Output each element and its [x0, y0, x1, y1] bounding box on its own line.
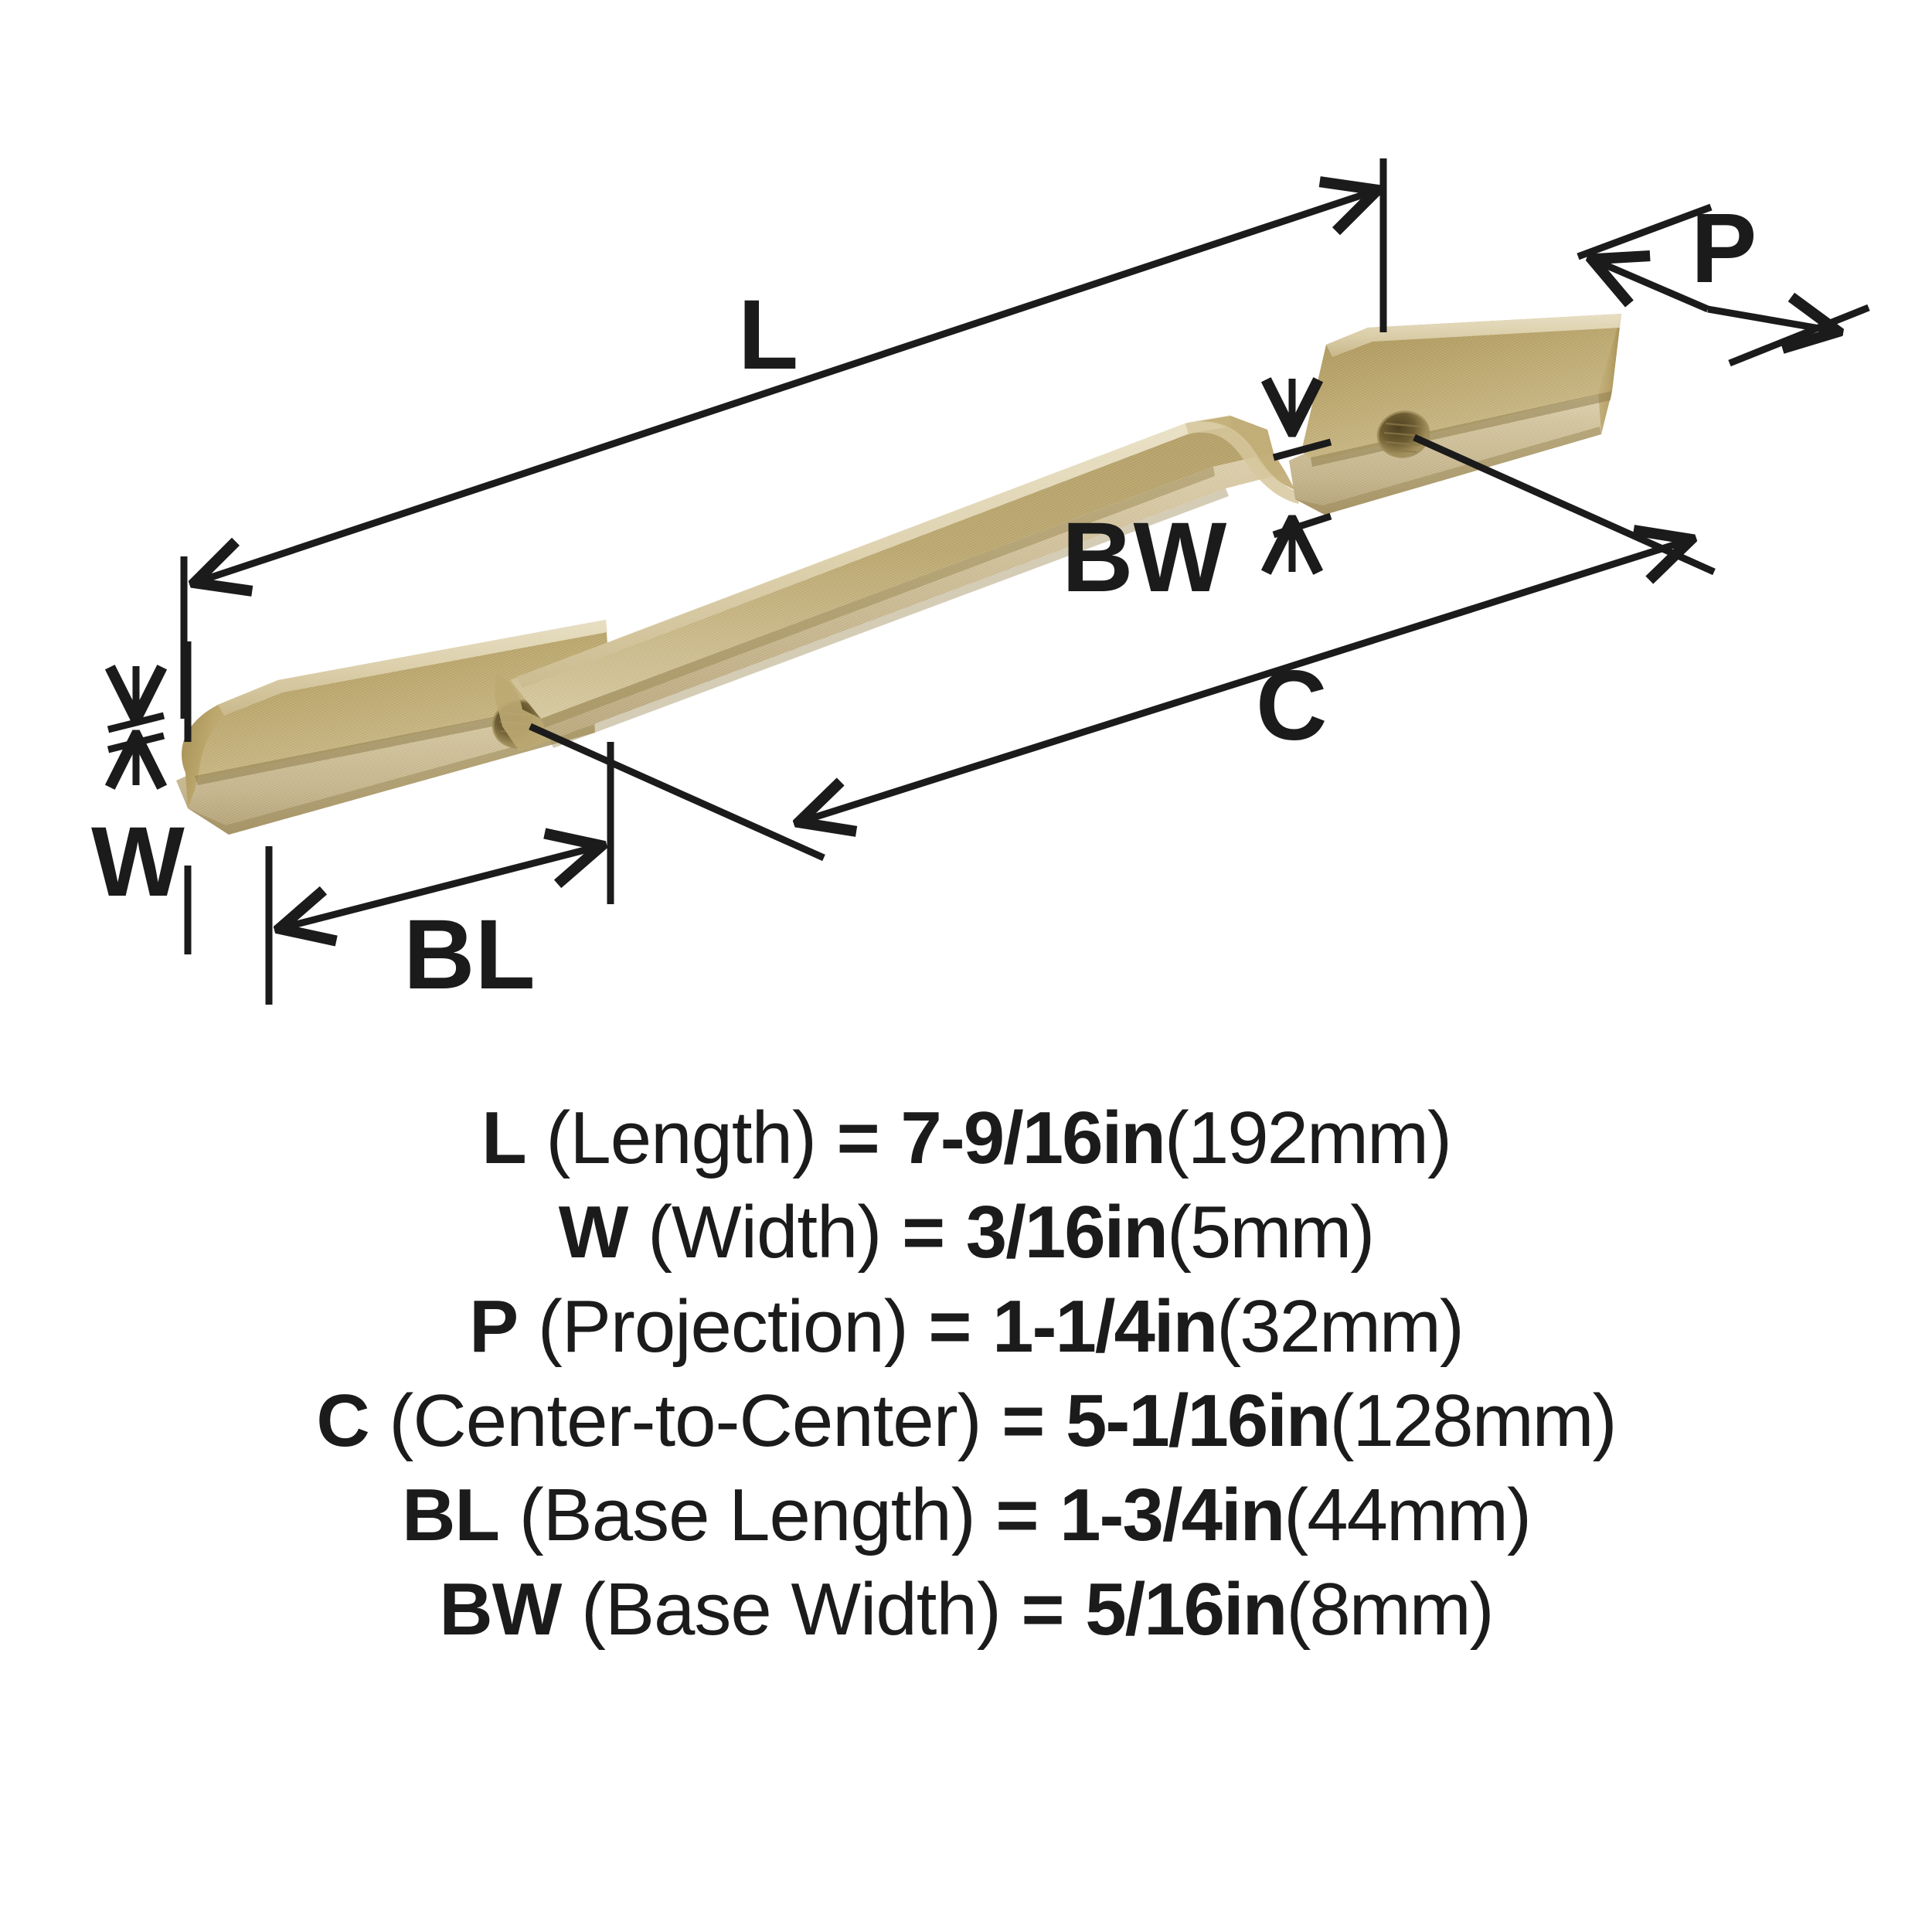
p-arrow-left [1597, 261, 1709, 313]
legend-row-projection: P (Projection) = 1-1/4in(32mm) [0, 1290, 1932, 1384]
p-arrow-right [1707, 309, 1833, 331]
legend-name: (Center-to-Center) [369, 1379, 981, 1462]
legend-value-mm: (128mm) [1329, 1379, 1617, 1462]
legend-equals: = [975, 1474, 1060, 1556]
dimension-label-base-width: BW [1062, 502, 1227, 613]
diagram-area: L P W BW C BL [0, 158, 1870, 1010]
dimension-label-length: L [738, 280, 799, 390]
legend-value-in: 7-9/16in [900, 1097, 1166, 1179]
legend-value-in: 5/16in [1085, 1568, 1287, 1651]
legend-value-in: 1-1/4in [992, 1285, 1218, 1368]
l-dimension-line [199, 192, 1372, 581]
legend-equals: = [815, 1097, 901, 1179]
legend-value-mm: (8mm) [1286, 1568, 1494, 1651]
legend-equals: = [1000, 1568, 1086, 1651]
legend-row-width: W (Width) = 3/16in(5mm) [0, 1196, 1932, 1290]
legend-value-mm: (192mm) [1164, 1097, 1452, 1179]
legend-value-in: 5-1/16in [1066, 1379, 1332, 1462]
legend-abbr: L [481, 1097, 527, 1179]
diagram-svg [0, 158, 1870, 1005]
legend-abbr: BL [402, 1474, 500, 1556]
dimension-annotations [107, 158, 1870, 1005]
legend-abbr: P [469, 1285, 519, 1368]
dimension-label-center-to-center: C [1256, 651, 1328, 761]
legend-equals: = [907, 1285, 993, 1368]
legend-abbr: W [558, 1191, 629, 1274]
legend-value-mm: (5mm) [1166, 1191, 1375, 1274]
legend-name: (Width) [628, 1191, 882, 1274]
legend-name: (Projection) [518, 1285, 909, 1368]
dimension-label-base-length: BL [403, 900, 536, 1010]
legend-abbr: C [316, 1379, 369, 1462]
c-leader-right [1413, 434, 1716, 576]
legend-row-base-width: BW (Base Width) = 5/16in(8mm) [0, 1573, 1932, 1667]
legend-equals: = [881, 1191, 966, 1274]
bw-tick-upper [1272, 438, 1332, 461]
legend-name: (Base Length) [499, 1474, 976, 1556]
right-base-block [1289, 314, 1621, 515]
c-dimension-line [804, 541, 1686, 821]
legend-row-center-to-center: C (Center-to-Center) = 5-1/16in(128mm) [0, 1384, 1932, 1478]
legend-value-mm: (44mm) [1284, 1474, 1532, 1556]
dimension-label-width: W [91, 807, 185, 917]
legend-value-in: 1-3/4in [1060, 1474, 1285, 1556]
handle-illustration [176, 314, 1621, 835]
right-base-end-cap [1598, 314, 1621, 434]
legend-row-base-length: BL (Base Length) = 1-3/4in(44mm) [0, 1478, 1932, 1573]
legend-abbr: BW [439, 1568, 562, 1651]
legend-equals: = [981, 1379, 1066, 1462]
legend-name: (Length) [526, 1097, 817, 1179]
dimension-legend: L (Length) = 7-9/16in(192mm) W (Width) =… [0, 1101, 1932, 1667]
c-leader-left [529, 723, 825, 862]
bl-dimension-line [284, 847, 597, 927]
w-tick-upper [107, 712, 165, 733]
bw-tick-lower [1272, 512, 1332, 539]
legend-row-length: L (Length) = 7-9/16in(192mm) [0, 1101, 1932, 1196]
legend-name: (Base Width) [561, 1568, 1002, 1651]
dimension-label-projection: P [1691, 193, 1757, 304]
w-tick-lower [107, 732, 165, 753]
p-extension-line-inner [1577, 203, 1713, 260]
legend-value-in: 3/16in [965, 1191, 1168, 1274]
legend-value-mm: (32mm) [1216, 1285, 1464, 1368]
